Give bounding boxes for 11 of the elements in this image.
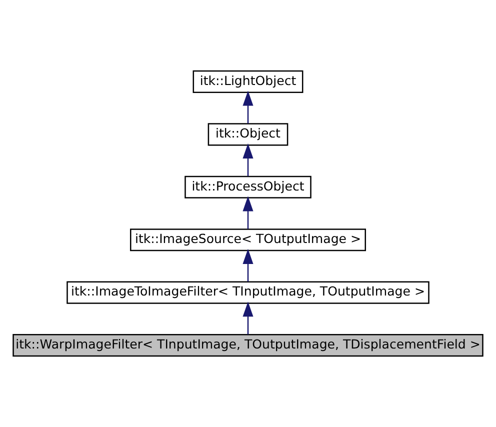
arrow <box>242 302 254 334</box>
arrow <box>242 143 254 176</box>
node-box: itk::ImageToImageFilter< TInputImage, TOutputImage > <box>66 281 430 304</box>
node-box: itk::LightObject <box>192 70 304 93</box>
node-box: itk::WarpImageFilter< TInputImage, TOutputImage, TDisplacementField > <box>12 334 484 357</box>
node-box: itk::Object <box>208 123 288 146</box>
arrow <box>242 90 254 124</box>
arrow <box>242 196 254 229</box>
arrow <box>242 248 254 282</box>
node-box: itk::ImageSource< TOutputImage > <box>130 228 366 252</box>
node-box: itk::ProcessObject <box>184 176 312 198</box>
